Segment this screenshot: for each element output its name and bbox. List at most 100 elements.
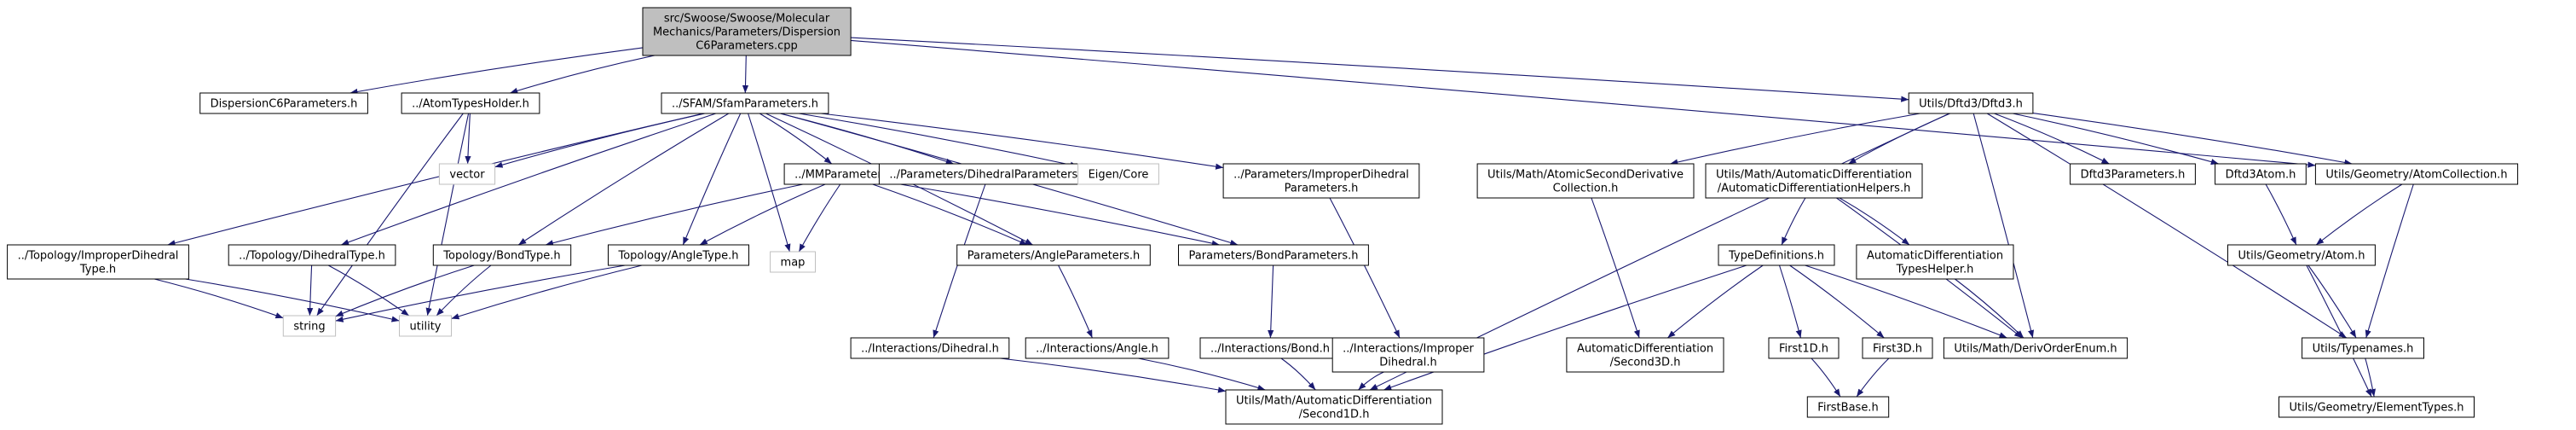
edge-root-to-sfam (742, 55, 749, 94)
node-label: Mechanics/Parameters/Dispersion (653, 26, 840, 39)
edge-dftd3-to-atomicsecond (1670, 113, 1920, 166)
edge-geomatom-to-typenames (2307, 264, 2357, 339)
node-sfam[interactable]: ../SFAM/SfamParameters.h (661, 92, 829, 114)
node-atomcollection[interactable]: Utils/Geometry/AtomCollection.h (2314, 163, 2519, 185)
node-label: Utils/Geometry/ElementTypes.h (2289, 402, 2463, 415)
edge-angletype-to-string (335, 264, 626, 322)
node-label: map (781, 257, 806, 270)
node-label: ../Parameters/ImproperDihedral (1233, 169, 1409, 182)
edge-atomtypesholder-to-utility (425, 113, 470, 317)
edge-layer (153, 37, 2414, 398)
node-label: utility (410, 321, 442, 334)
edge-first1d-to-firstbase (1811, 357, 1841, 398)
node-box (2279, 396, 2475, 418)
node-box (770, 251, 816, 273)
node-label: Parameters/BondParameters.h (1189, 250, 1359, 263)
node-improperparams[interactable]: ../Parameters/ImproperDihedralParameters… (1222, 163, 1420, 199)
edge-bondtype-to-string (335, 264, 475, 317)
edge-sfam-to-eigencore (799, 113, 1078, 168)
edge-dftd3-to-dftd3params (1994, 113, 2110, 165)
edge-interimproper-to-second1d (1358, 371, 1384, 391)
node-utility: utility (399, 315, 452, 337)
node-firstbase[interactable]: FirstBase.h (1806, 396, 1890, 418)
node-label: /Second3D.h (1610, 357, 1681, 369)
node-label: Utils/Math/AutomaticDifferentiation (1236, 395, 1432, 408)
edge-root-to-dftd3 (850, 37, 1909, 102)
edge-mmparams-to-bondparams (900, 183, 1220, 247)
edge-root-to-dispc6 (349, 47, 644, 95)
edge-autodiffhelpers-to-typedefs (1781, 197, 1806, 246)
edge-improperparams-to-interimproper (1329, 197, 1401, 339)
node-box (661, 92, 829, 114)
node-second1d[interactable]: Utils/Math/AutomaticDifferentiation/Seco… (1225, 389, 1443, 425)
node-label: Topology/BondType.h (442, 250, 560, 263)
node-label: C6Parameters.cpp (696, 40, 798, 53)
node-dftd3params[interactable]: Dftd3Parameters.h (2070, 163, 2196, 185)
node-box (2215, 163, 2307, 185)
node-box (1943, 337, 2128, 359)
node-box (2302, 337, 2425, 359)
node-label: string (293, 321, 325, 334)
node-dispc6[interactable]: DispersionC6Parameters.h (199, 92, 368, 114)
node-elementtypes[interactable]: Utils/Geometry/ElementTypes.h (2279, 396, 2475, 418)
node-geomatom[interactable]: Utils/Geometry/Atom.h (2227, 244, 2376, 266)
node-angletype[interactable]: Topology/AngleType.h (608, 244, 749, 266)
edge-dihedraltype-to-utility (327, 264, 410, 317)
node-first1d[interactable]: First1D.h (1768, 337, 1840, 359)
node-atomtypesholder[interactable]: ../AtomTypesHolder.h (401, 92, 540, 114)
edge-autodifftypeshelper-to-derivorder (1955, 278, 2024, 339)
node-label: ../MMParameters.h (794, 169, 898, 182)
node-label: DispersionC6Parameters.h (211, 98, 358, 111)
node-box (1025, 337, 1170, 359)
node-box (1718, 244, 1835, 266)
node-box (7, 244, 189, 280)
node-interangle[interactable]: ../Interactions/Angle.h (1025, 337, 1170, 359)
node-box (1225, 389, 1443, 425)
node-box (956, 244, 1151, 266)
node-first3d[interactable]: First3D.h (1862, 337, 1933, 359)
edge-mmparams-to-map (798, 183, 841, 253)
node-label: Dftd3Atom.h (2226, 169, 2296, 182)
edge-angleparams-to-interangle (1058, 264, 1093, 339)
node-bondparams[interactable]: Parameters/BondParameters.h (1178, 244, 1369, 266)
edge-sfam-to-map (748, 113, 791, 253)
node-dftd3[interactable]: Utils/Dftd3/Dftd3.h (1908, 92, 2034, 114)
node-label: Dihedral.h (1379, 357, 1436, 369)
node-angleparams[interactable]: Parameters/AngleParameters.h (956, 244, 1151, 266)
node-second3d[interactable]: AutomaticDifferentiation/Second3D.h (1566, 337, 1724, 373)
edge-dftd3atom-to-geomatom (2265, 183, 2297, 246)
node-typedefs[interactable]: TypeDefinitions.h (1718, 244, 1835, 266)
node-label: TypesHelper.h (1896, 264, 1974, 276)
edge-sfam-to-vector (494, 113, 706, 168)
node-typenames[interactable]: Utils/Typenames.h (2302, 337, 2425, 359)
node-label: First1D.h (1779, 343, 1828, 356)
node-dftd3atom[interactable]: Dftd3Atom.h (2215, 163, 2307, 185)
node-atomicsecond[interactable]: Utils/Math/AtomicSecondDerivativeCollect… (1476, 163, 1695, 199)
edge-dftd3-to-dftd3atom (2013, 113, 2219, 166)
node-layer: src/Swoose/Swoose/MolecularMechanics/Par… (7, 7, 2519, 425)
node-interimproper[interactable]: ../Interactions/ImproperDihedral.h (1331, 337, 1485, 373)
edge-interdihedral-to-second1d (1000, 357, 1227, 393)
node-dihedraltype[interactable]: ../Topology/DihedralType.h (228, 244, 396, 266)
node-interbond[interactable]: ../Interactions/Bond.h (1199, 337, 1341, 359)
edge-typedefs-to-derivorder (1805, 264, 2007, 339)
node-box (2314, 163, 2519, 185)
edge-interangle-to-second1d (1138, 357, 1266, 391)
node-box (1476, 163, 1695, 199)
edge-typedefs-to-first1d (1778, 264, 1802, 339)
edge-geomatom-to-elementtypes (2306, 264, 2372, 398)
node-interdihedral[interactable]: ../Interactions/Dihedral.h (850, 337, 1010, 359)
node-label: /AutomaticDifferentiationHelpers.h (1718, 183, 1911, 195)
node-autodiffhelpers[interactable]: Utils/Math/AutomaticDifferentiation/Auto… (1705, 163, 1923, 199)
node-dihedralparams[interactable]: ../Parameters/DihedralParameters.h (878, 163, 1100, 185)
node-derivorder[interactable]: Utils/Math/DerivOrderEnum.h (1943, 337, 2128, 359)
edge-dftd3-to-derivorder (1972, 113, 2035, 339)
node-box (642, 7, 852, 56)
node-bondtype[interactable]: Topology/BondType.h (432, 244, 572, 266)
edge-dftd3-to-autodiffhelpers (1848, 113, 1950, 165)
node-label: Eigen/Core (1089, 169, 1149, 182)
edge-dihedraltype-to-string (307, 264, 314, 317)
